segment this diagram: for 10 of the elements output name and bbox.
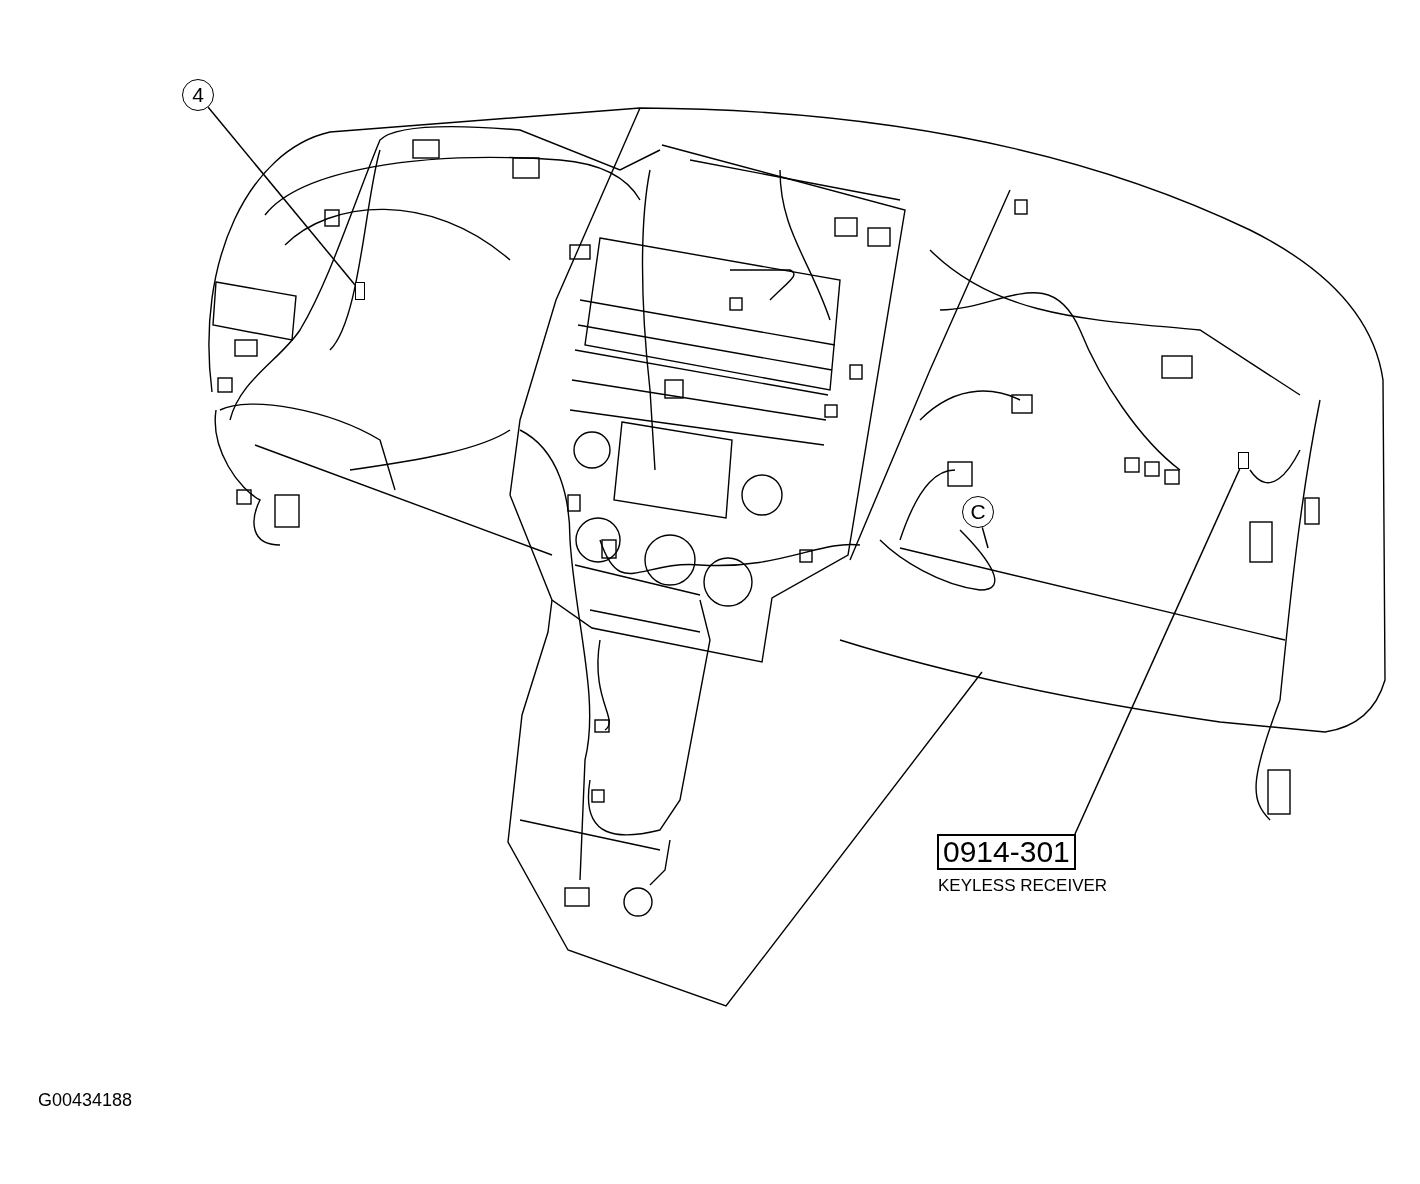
callout-letter: C [962, 496, 994, 528]
figure-code: G00434188 [38, 1090, 133, 1111]
part-name: KEYLESS RECEIVER [938, 876, 1108, 896]
connector-part [355, 282, 365, 300]
connector-part [1238, 452, 1249, 469]
leader-line [981, 526, 989, 549]
callout-number: 4 [182, 79, 214, 111]
leader-line [207, 106, 356, 286]
part-number: 0914-301 [937, 834, 1076, 870]
leader-line [1074, 468, 1241, 835]
